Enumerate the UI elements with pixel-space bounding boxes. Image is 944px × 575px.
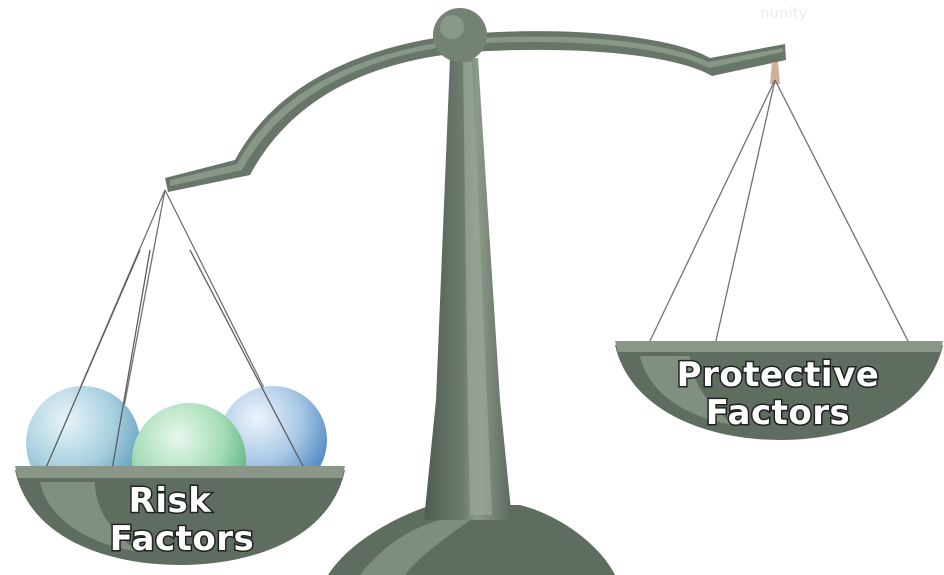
right-pan-bowl (615, 345, 943, 440)
scale-top-knob-highlight (440, 15, 464, 39)
left-pan-label-line2: Factors (110, 519, 254, 559)
left-pan-rim (15, 466, 345, 478)
scale-beam-highlight (170, 36, 783, 187)
left-pan-strings-front (44, 249, 306, 471)
right-pan-label-line1: Protective (677, 355, 880, 395)
left-pan-highlight (40, 482, 140, 552)
scale-pole-highlight (463, 62, 492, 515)
faint-corner-text: nunity (760, 4, 808, 22)
scale-base-highlight (360, 520, 470, 575)
right-pan-strings (647, 79, 911, 346)
right-pan-label-line2: Factors (706, 393, 850, 433)
left-pan-label-line1: Risk (129, 481, 213, 521)
right-pan-highlight (640, 356, 735, 425)
right-hanger-hook (770, 62, 780, 84)
left-pan-bowl (15, 470, 345, 565)
right-pan-rim (615, 341, 943, 352)
